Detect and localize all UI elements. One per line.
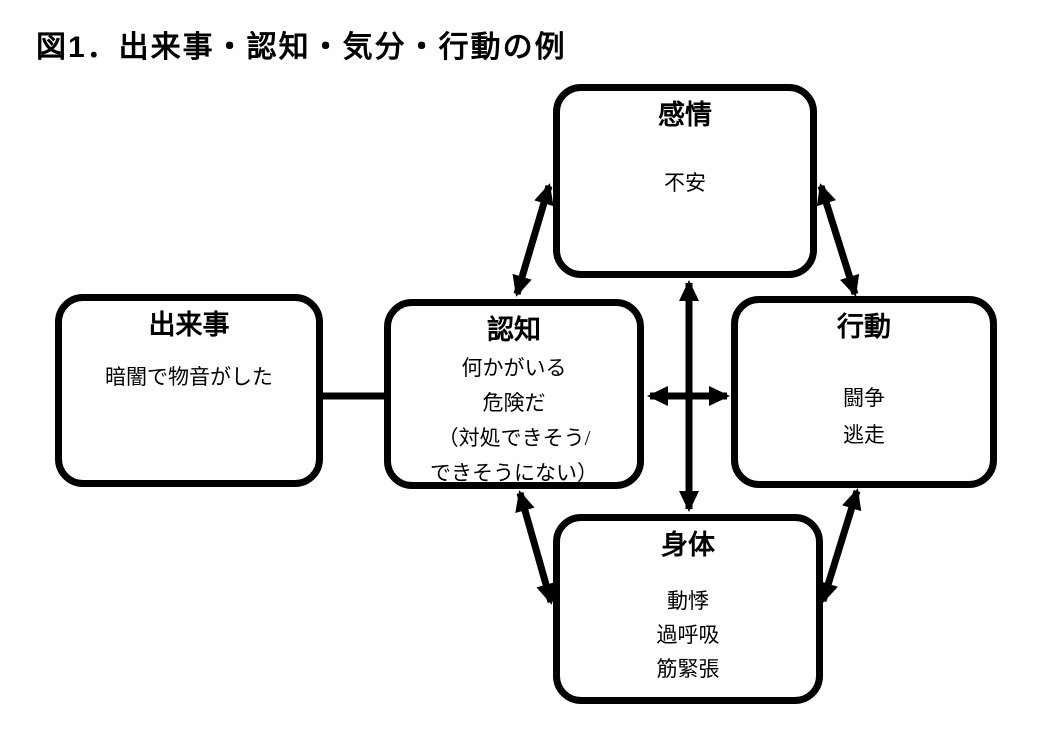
node-event: 出来事 暗闇で物音がした bbox=[55, 294, 323, 487]
node-emotion-body: 不安 bbox=[664, 166, 706, 201]
node-body: 身体 動悸 過呼吸 筋緊張 bbox=[553, 514, 823, 704]
node-emotion-line: 不安 bbox=[664, 171, 706, 195]
node-body-title: 身体 bbox=[661, 530, 715, 560]
node-emotion: 感情 不安 bbox=[553, 84, 817, 278]
figure-title: 図1．出来事・認知・気分・行動の例 bbox=[36, 31, 567, 64]
node-event-line: 暗闇で物音がした bbox=[105, 365, 273, 389]
node-body-body: 動悸 過呼吸 筋緊張 bbox=[657, 584, 720, 686]
node-cognition-body: 何かがいる 危険だ （対処できそう/ できそうにない） bbox=[430, 351, 598, 491]
node-cognition-line: できそうにない） bbox=[430, 461, 598, 485]
node-event-body: 暗闇で物音がした bbox=[105, 360, 273, 395]
node-behavior: 行動 闘争 逃走 bbox=[731, 296, 997, 488]
node-cognition-line: 何かがいる bbox=[461, 356, 567, 380]
node-behavior-line: 逃走 bbox=[843, 423, 885, 447]
arrow-emotion-behavior bbox=[816, 183, 860, 297]
arrow-cognition-body bbox=[515, 490, 556, 605]
arrow-cognition-emotion bbox=[512, 183, 554, 297]
node-body-line: 筋緊張 bbox=[656, 657, 720, 681]
node-cognition-line: 危険だ bbox=[482, 391, 546, 415]
node-cognition-title: 認知 bbox=[487, 315, 541, 345]
node-body-line: 過呼吸 bbox=[656, 623, 720, 647]
node-cognition: 認知 何かがいる 危険だ （対処できそう/ できそうにない） bbox=[384, 299, 644, 489]
node-behavior-body: 闘争 逃走 bbox=[843, 380, 885, 454]
node-behavior-title: 行動 bbox=[837, 312, 891, 342]
node-behavior-line: 闘争 bbox=[843, 386, 885, 410]
arrow-body-behavior bbox=[818, 488, 862, 604]
node-event-title: 出来事 bbox=[148, 310, 230, 340]
node-body-line: 動悸 bbox=[667, 589, 709, 613]
node-emotion-title: 感情 bbox=[658, 100, 712, 130]
node-cognition-line: （対処できそう/ bbox=[437, 426, 591, 450]
